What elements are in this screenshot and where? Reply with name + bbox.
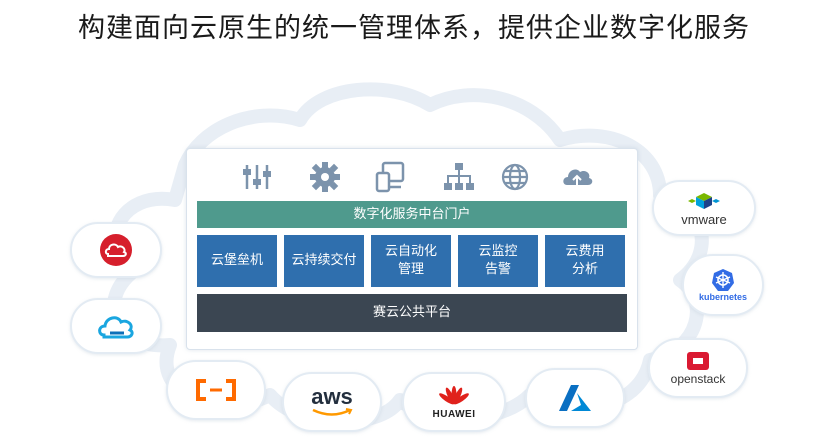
azure-icon bbox=[559, 385, 591, 411]
huawei-logo-text: HUAWEI bbox=[432, 408, 476, 420]
service-automation-management[interactable]: 云自动化 管理 bbox=[371, 235, 451, 287]
aws-smile-icon bbox=[312, 408, 353, 416]
red-cloud-icon bbox=[100, 234, 132, 266]
vmware-logo-text: vmware bbox=[681, 211, 727, 227]
globe-icon bbox=[501, 163, 529, 191]
service-portal-bar[interactable]: 数字化服务中台门户 bbox=[197, 201, 627, 228]
openstack-logo-text: openstack bbox=[670, 372, 726, 386]
vmware-cubes-icon bbox=[688, 192, 720, 209]
openstack-icon bbox=[687, 352, 709, 370]
huawei-petals-icon bbox=[439, 385, 469, 404]
sliders-icon bbox=[243, 165, 271, 189]
page-title: 构建面向云原生的统一管理体系，提供企业数字化服务 bbox=[78, 13, 750, 44]
tencent-cloud-vendor-node bbox=[70, 298, 162, 354]
red-cloud-vendor-node bbox=[70, 222, 162, 278]
kubernetes-logo-text: kubernetes bbox=[698, 292, 748, 302]
vmware-vendor-node: vmware bbox=[652, 180, 756, 236]
devices-icon bbox=[375, 161, 405, 193]
huawei-vendor-node: HUAWEI bbox=[402, 372, 506, 432]
aws-vendor-node: aws bbox=[282, 372, 382, 432]
aws-logo-text: aws bbox=[311, 384, 353, 409]
alibaba-cloud-icon bbox=[196, 379, 236, 401]
org-chart-icon bbox=[444, 163, 474, 190]
public-platform-bar[interactable]: 赛云公共平台 bbox=[197, 294, 627, 332]
platform-panel: 数字化服务中台门户 云堡垒机 云持续交付 云自动化 管理 云监控 告警 云费用 … bbox=[186, 148, 638, 350]
capability-icons bbox=[187, 159, 637, 195]
service-cost-analysis[interactable]: 云费用 分析 bbox=[545, 235, 625, 287]
openstack-vendor-node: openstack bbox=[648, 338, 748, 398]
kubernetes-helm-icon bbox=[712, 269, 734, 291]
service-monitoring-alerts[interactable]: 云监控 告警 bbox=[458, 235, 538, 287]
alibaba-cloud-vendor-node bbox=[166, 360, 266, 420]
kubernetes-vendor-node: kubernetes bbox=[682, 254, 764, 316]
cloud-upload-icon bbox=[563, 169, 593, 187]
azure-vendor-node bbox=[525, 368, 625, 428]
service-bastion-host[interactable]: 云堡垒机 bbox=[197, 235, 277, 287]
service-continuous-delivery[interactable]: 云持续交付 bbox=[284, 235, 364, 287]
gear-icon bbox=[310, 162, 340, 192]
blue-cloud-icon bbox=[98, 316, 134, 339]
